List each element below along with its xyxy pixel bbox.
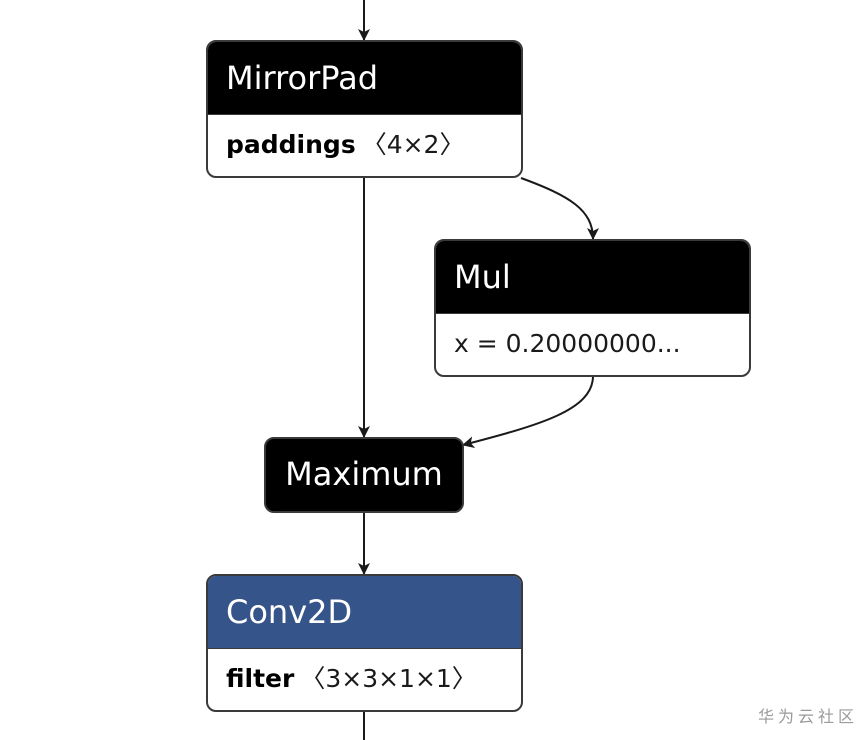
edge-mul-to-maximum <box>462 375 594 449</box>
attr-name-filter: filter <box>226 664 295 693</box>
attr-name-paddings: paddings <box>226 130 356 159</box>
node-conv2d-attribute[interactable]: filter〈3×3×1×1〉 <box>208 648 521 710</box>
node-mirrorpad[interactable]: MirrorPad paddings〈4×2〉 <box>206 40 523 178</box>
node-mul-title: Mul <box>436 241 749 313</box>
watermark: 华为云社区 <box>757 707 858 726</box>
node-mul[interactable]: Mul x = 0.20000000... <box>434 239 751 377</box>
node-maximum-title: Maximum <box>285 455 443 493</box>
node-mul-attribute[interactable]: x = 0.20000000... <box>436 313 749 375</box>
node-conv2d-title: Conv2D <box>208 576 521 648</box>
edge-mirrorpad-to-mul <box>520 177 599 240</box>
node-mirrorpad-attribute[interactable]: paddings〈4×2〉 <box>208 114 521 176</box>
node-conv2d[interactable]: Conv2D filter〈3×3×1×1〉 <box>206 574 523 712</box>
attr-value-x: x = 0.20000000... <box>454 329 681 358</box>
node-maximum[interactable]: Maximum <box>264 437 464 513</box>
node-mirrorpad-title: MirrorPad <box>208 42 521 114</box>
attr-value-filter-shape: 〈3×3×1×1〉 <box>300 664 477 693</box>
attr-value-paddings-shape: 〈4×2〉 <box>361 130 465 159</box>
